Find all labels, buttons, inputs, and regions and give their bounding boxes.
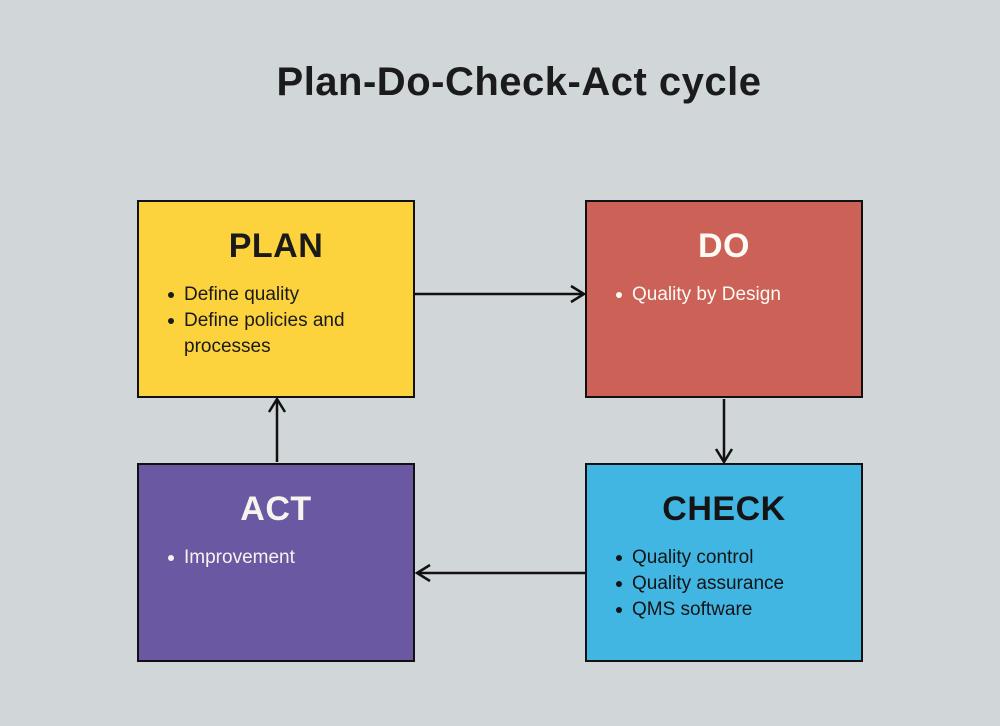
- node-act-title: ACT: [240, 490, 312, 528]
- bullet-item: QMS software: [615, 597, 813, 623]
- node-do-bullets: Quality by Design: [587, 282, 837, 308]
- arrow-check-to-act: [414, 563, 585, 583]
- diagram-title: Plan-Do-Check-Act cycle: [276, 60, 762, 104]
- node-check: CHECK Quality control Quality assurance …: [585, 463, 863, 662]
- node-act: ACT Improvement: [137, 463, 415, 662]
- node-check-title: CHECK: [662, 490, 786, 528]
- arrow-do-to-check: [714, 399, 734, 465]
- bullet-item: Quality by Design: [615, 282, 813, 308]
- node-plan: PLAN Define quality Define policies and …: [137, 200, 415, 398]
- bullet-item: Define policies and processes: [167, 308, 365, 360]
- node-check-bullets: Quality control Quality assurance QMS so…: [587, 545, 837, 623]
- node-do: DO Quality by Design: [585, 200, 863, 398]
- bullet-item: Improvement: [167, 545, 365, 571]
- bullet-item: Quality assurance: [615, 571, 813, 597]
- node-plan-bullets: Define quality Define policies and proce…: [139, 282, 389, 360]
- node-act-bullets: Improvement: [139, 545, 389, 571]
- node-plan-title: PLAN: [228, 227, 324, 265]
- arrow-plan-to-do: [415, 284, 587, 304]
- bullet-item: Define quality: [167, 282, 365, 308]
- arrow-act-to-plan: [267, 396, 287, 462]
- node-do-title: DO: [698, 227, 750, 265]
- bullet-item: Quality control: [615, 545, 813, 571]
